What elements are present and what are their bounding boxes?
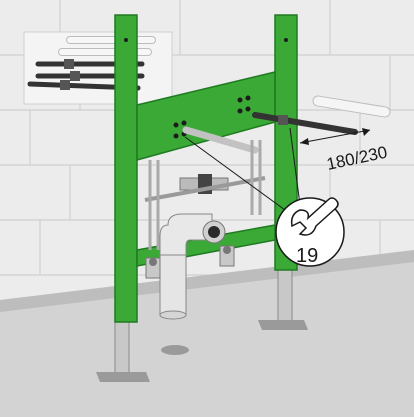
drain-assembly [144,140,266,320]
wrench-icon [290,197,339,236]
frame-legs [96,267,308,382]
spare-pipe [312,95,391,118]
floor-drain-mark [161,345,189,355]
callout-lines [184,127,301,211]
threaded-rods-inset [23,31,173,105]
wrench-callout: 19 [275,197,345,267]
dimension-indicator [299,128,371,145]
wrench-size-label: 19 [296,245,318,267]
mounting-rods [182,112,358,154]
